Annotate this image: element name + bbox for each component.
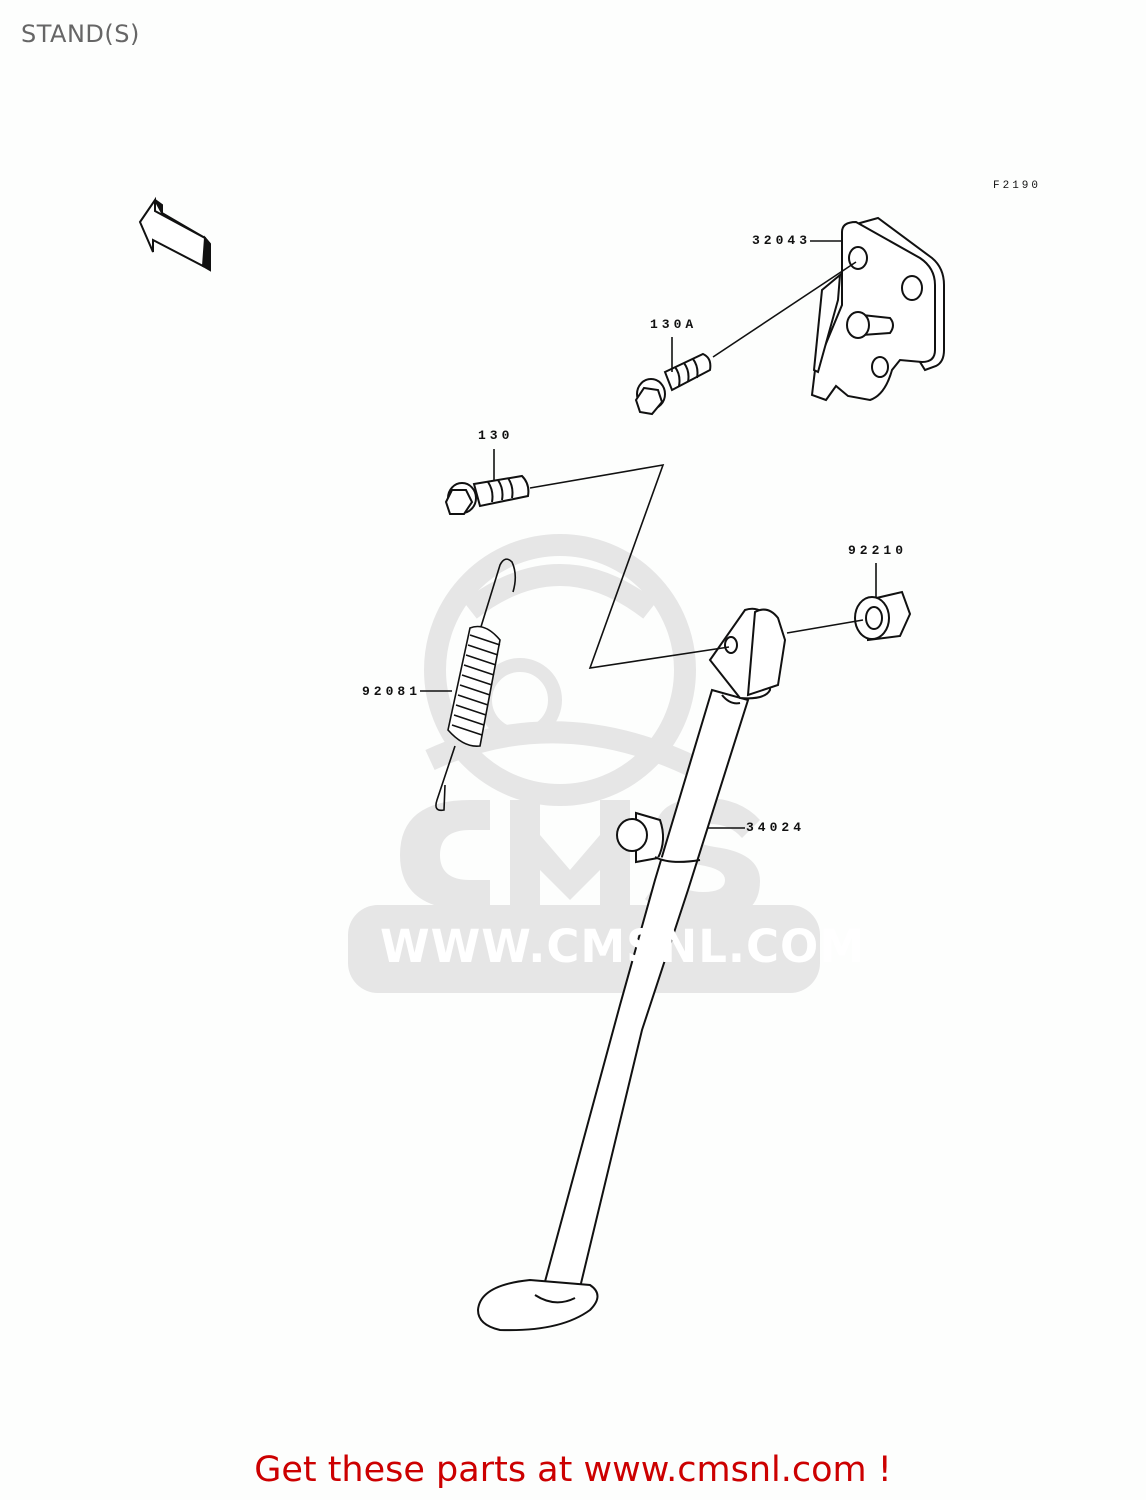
callout-32043: 32043 — [752, 233, 812, 248]
assembly-lines — [420, 240, 877, 829]
bracket-32043 — [810, 216, 945, 402]
callout-130a: 130A — [650, 317, 698, 332]
page-title: STAND(S) — [21, 20, 140, 48]
buy-parts-link[interactable]: Get these parts at www.cmsnl.com ! — [254, 1450, 892, 1490]
callout-92081: 92081 — [362, 684, 422, 699]
spring-92081 — [435, 558, 517, 812]
bolt-130 — [444, 474, 530, 515]
bolt-130a — [634, 352, 712, 416]
watermark-url-band — [348, 905, 820, 993]
cms-watermark-logo — [424, 534, 705, 806]
front-arrow-icon — [138, 196, 211, 272]
figure-code: F2190 — [993, 180, 1042, 192]
watermark-url: WWW.CMSNL.COM — [380, 920, 866, 973]
callout-130: 130 — [478, 428, 514, 443]
side-stand-34024 — [476, 607, 787, 1332]
nut-92210 — [854, 590, 912, 642]
callout-92210: 92210 — [848, 543, 908, 558]
callout-34024: 34024 — [746, 820, 806, 835]
